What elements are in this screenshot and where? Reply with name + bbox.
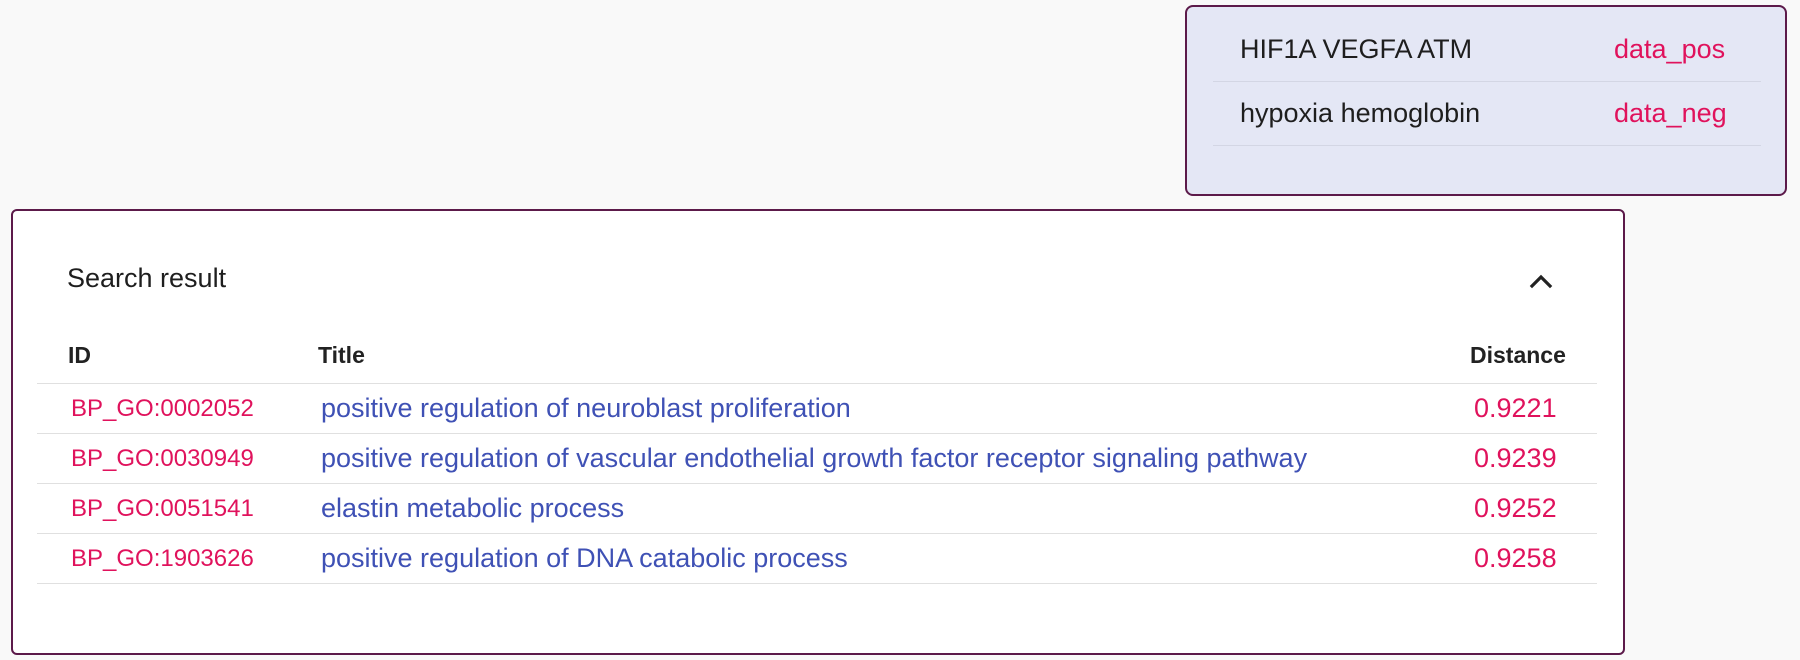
result-distance: 0.9221 <box>1474 393 1557 423</box>
result-id: BP_GO:0030949 <box>71 445 254 472</box>
result-id: BP_GO:0051541 <box>71 495 254 522</box>
query-row: HIF1A VEGFA ATM data_pos <box>1213 17 1761 82</box>
search-result-panel: Search result ID Title Distance BP_GO:00… <box>11 209 1625 655</box>
result-distance: 0.9239 <box>1474 443 1557 473</box>
query-text: hypoxia hemoglobin <box>1240 98 1481 128</box>
result-distance: 0.9252 <box>1474 493 1557 523</box>
result-title-link[interactable]: elastin metabolic process <box>321 493 625 523</box>
column-header-distance: Distance <box>1470 342 1566 368</box>
result-title-link[interactable]: positive regulation of vascular endothel… <box>321 443 1308 473</box>
query-row: hypoxia hemoglobin data_neg <box>1213 81 1761 146</box>
column-header-id: ID <box>68 342 91 368</box>
result-title-link[interactable]: positive regulation of neuroblast prolif… <box>321 393 851 423</box>
table-header: ID Title Distance <box>37 327 1597 384</box>
table-row: BP_GO:0030949 positive regulation of vas… <box>37 434 1597 484</box>
result-id: BP_GO:0002052 <box>71 395 254 422</box>
table-row: BP_GO:0002052 positive regulation of neu… <box>37 384 1597 434</box>
query-text: HIF1A VEGFA ATM <box>1240 34 1473 64</box>
query-tag: data_neg <box>1614 98 1727 128</box>
result-distance: 0.9258 <box>1474 543 1557 573</box>
collapse-button[interactable] <box>1523 263 1559 299</box>
query-tag: data_pos <box>1614 34 1726 64</box>
result-id: BP_GO:1903626 <box>71 545 254 572</box>
table-row: BP_GO:1903626 positive regulation of DNA… <box>37 534 1597 584</box>
results-table: ID Title Distance BP_GO:0002052 positive… <box>37 327 1597 584</box>
table-row: BP_GO:0051541 elastin metabolic process … <box>37 484 1597 534</box>
search-result-title: Search result <box>67 263 227 293</box>
column-header-title: Title <box>318 342 365 368</box>
query-panel: HIF1A VEGFA ATM data_pos hypoxia hemoglo… <box>1185 5 1787 196</box>
chevron-up-icon <box>1529 274 1553 289</box>
result-title-link[interactable]: positive regulation of DNA catabolic pro… <box>321 543 848 573</box>
